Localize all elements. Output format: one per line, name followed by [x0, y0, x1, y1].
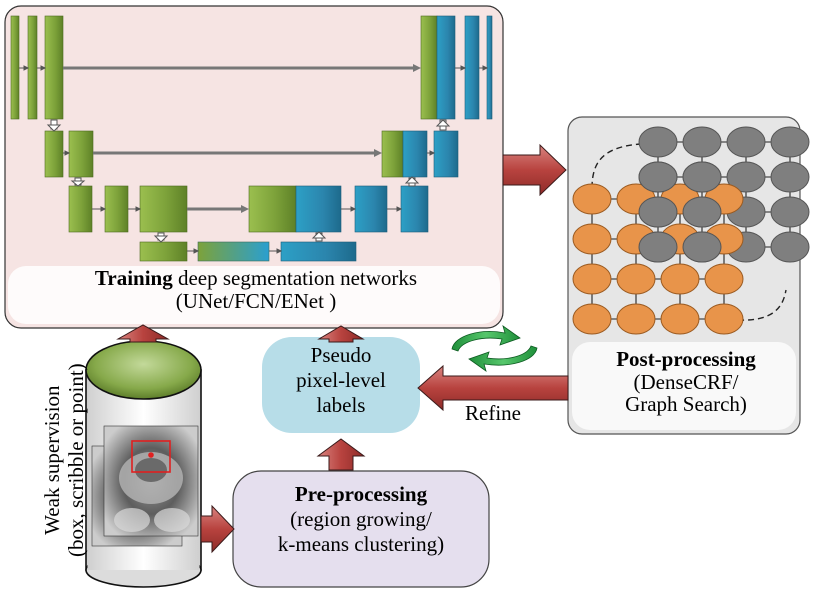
graph-node-gray — [726, 161, 766, 193]
post-line1: (DenseCRF/ — [633, 369, 739, 394]
cylinder-top — [85, 340, 202, 400]
unet-block — [402, 130, 428, 178]
graph-node-orange — [704, 263, 744, 295]
graph-node-gray — [770, 231, 810, 263]
unet-block — [44, 130, 64, 178]
weak-line2: (box, scribble or point) — [64, 363, 88, 557]
pre-line2: k-means clustering) — [277, 532, 445, 557]
unet-block — [420, 15, 438, 120]
weak-line1: Weak supervision — [39, 385, 64, 535]
graph-dashed-link — [591, 143, 641, 189]
training-subtitle: (UNet/FCN/ENet ) — [175, 288, 337, 313]
unet-block — [10, 15, 20, 120]
crf-graph — [572, 126, 810, 335]
flow-arrows — [116, 143, 569, 554]
graph-node-gray — [770, 126, 810, 158]
unet-block — [295, 185, 342, 233]
graph-node-orange — [616, 263, 656, 295]
arrow-pseudo-to-training — [317, 325, 365, 343]
pseudo-caption: Pseudo pixel-level labels — [262, 343, 420, 419]
graph-node-gray — [682, 231, 722, 263]
graph-node-orange — [572, 183, 612, 215]
arrow-pre-to-pseudo — [316, 438, 366, 471]
arrow-data-to-pre — [200, 504, 235, 554]
graph-node-orange — [660, 303, 700, 335]
post-line2: Graph Search) — [625, 392, 747, 417]
pseudo-line2: pixel-level — [296, 368, 386, 393]
post-label-band — [572, 342, 796, 430]
pre-title: Pre-processing — [294, 482, 428, 506]
arrow-data-to-training — [116, 324, 170, 343]
skip-arrowheads — [241, 64, 421, 213]
pre-line1: (region growing/ — [290, 507, 432, 532]
unet-block — [354, 185, 388, 233]
graph-node-orange — [572, 263, 612, 295]
training-title: Training — [94, 266, 173, 290]
graph-node-gray — [682, 161, 722, 193]
refresh-icon — [451, 325, 538, 372]
graph-node-gray — [638, 126, 678, 158]
graph-node-orange — [660, 263, 700, 295]
unet-block — [381, 130, 404, 178]
unet-block — [68, 130, 94, 178]
unet-block — [400, 185, 429, 233]
unet-block — [197, 241, 270, 262]
arrow-training-to-post — [502, 143, 567, 197]
unet-block — [486, 15, 493, 120]
training-caption: Training deep segmentation networks (UNe… — [10, 267, 502, 312]
post-caption: Post-processing (DenseCRF/ Graph Search) — [575, 348, 797, 416]
graph-node-gray — [770, 161, 810, 193]
unet-block — [139, 185, 188, 233]
training-title-rest: deep segmentation networks — [172, 266, 418, 290]
graph-node-orange — [572, 303, 612, 335]
pseudo-line3: labels — [316, 393, 366, 418]
point-annotation — [148, 452, 154, 458]
graph-node-gray — [638, 231, 678, 263]
bounding-box-annotation — [131, 440, 171, 473]
graph-node-gray — [638, 161, 678, 193]
graph-node-gray — [770, 196, 810, 228]
graph-node-gray — [638, 196, 678, 228]
image-stack-cylinder — [85, 340, 202, 588]
unet-block — [280, 241, 357, 262]
graph-node-gray — [682, 126, 722, 158]
graph-node-orange — [572, 223, 612, 255]
skip-connections — [63, 66, 415, 211]
conv-arrows — [19, 65, 489, 254]
unet-block — [104, 185, 129, 233]
refine-label: Refine — [465, 401, 521, 425]
level-arrows — [46, 119, 451, 243]
pre-caption: Pre-processing (region growing/ k-means … — [234, 482, 488, 558]
graph-node-gray — [682, 196, 722, 228]
unet-block — [248, 185, 297, 233]
training-label-band — [8, 266, 500, 324]
post-title: Post-processing — [616, 347, 756, 371]
arrow-refine — [417, 364, 569, 412]
graph-node-gray — [726, 126, 766, 158]
weak-supervision-caption: Weak supervision (box, scribble or point… — [40, 315, 88, 605]
pseudo-labels-box — [262, 337, 420, 433]
graph-node-orange — [704, 303, 744, 335]
unet-block — [433, 130, 459, 178]
pseudo-line1: Pseudo — [310, 343, 372, 367]
unet-block — [27, 15, 38, 120]
unet-block — [436, 15, 456, 120]
unet-block — [44, 15, 64, 120]
graph-dashed-link — [737, 289, 787, 321]
unet-architecture — [10, 15, 493, 262]
unet-block — [464, 15, 480, 120]
unet-block — [139, 241, 188, 262]
graph-node-orange — [616, 303, 656, 335]
unet-block — [68, 185, 93, 233]
